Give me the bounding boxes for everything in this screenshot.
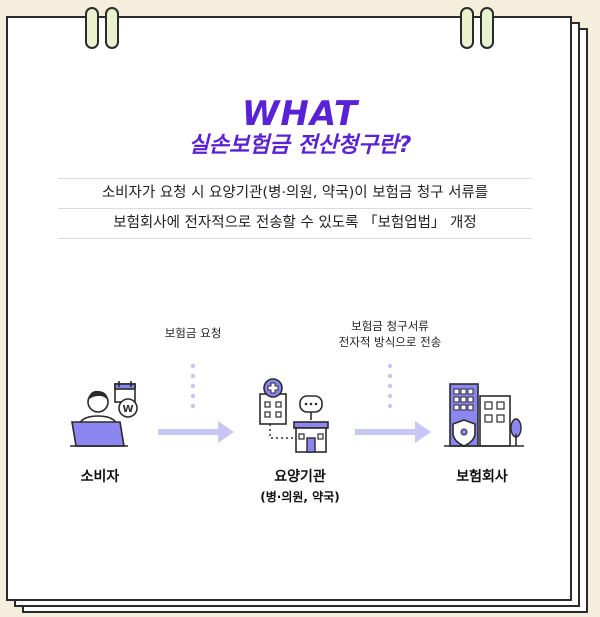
title-subtitle: 실손보험금 전산청구란? xyxy=(188,133,412,158)
consumer-icon: W xyxy=(70,381,138,447)
title-what: WHAT xyxy=(241,94,359,134)
divider-bottom xyxy=(58,238,532,239)
divider-middle xyxy=(58,208,532,209)
step-2-label-line-2: 전자적 방식으로 전송 xyxy=(338,335,442,349)
step-1-label: 보험금 요청 xyxy=(164,326,222,340)
binder-ring-left-icon xyxy=(85,7,119,49)
description-line-2: 보험회사에 전자적으로 전송할 수 있도록 「보험업법」 개정 xyxy=(113,215,477,231)
medical-institution-icon xyxy=(259,378,329,453)
node-sublabel-medical-institution: (병·의원, 약국) xyxy=(260,490,340,504)
step-2-label-line-1: 보험금 청구서류 xyxy=(351,319,429,333)
insurance-company-icon xyxy=(444,383,524,447)
dotted-connector-2 xyxy=(387,363,393,409)
node-label-consumer: 소비자 xyxy=(80,469,120,485)
node-label-insurance-company: 보험회사 xyxy=(456,469,508,485)
binder-ring-right-icon xyxy=(460,7,494,49)
arrow-right-icon xyxy=(355,421,431,443)
divider-top xyxy=(58,178,532,179)
svg-text:W: W xyxy=(122,404,133,415)
arrow-right-icon xyxy=(158,421,234,443)
dotted-connector-1 xyxy=(190,363,196,409)
node-label-medical-institution: 요양기관 xyxy=(274,469,326,485)
paper-sheet xyxy=(6,16,572,601)
description-line-1: 소비자가 요청 시 요양기관(병·의원, 약국)이 보험금 청구 서류를 xyxy=(101,185,489,201)
